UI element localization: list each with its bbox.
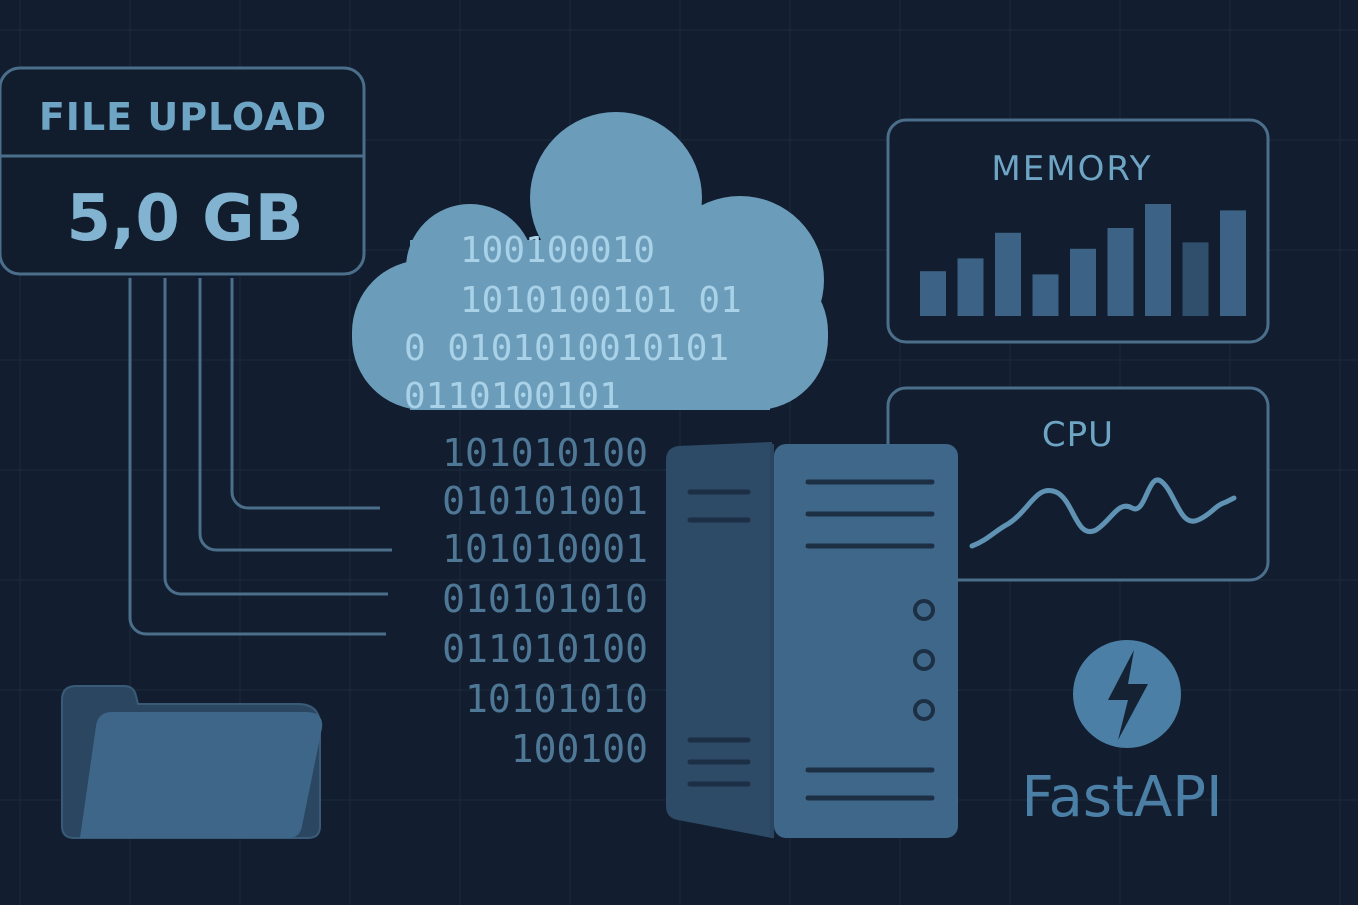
binary-line: 011010100 bbox=[442, 627, 648, 671]
binary-line: 101010001 bbox=[442, 527, 648, 571]
cloud-binary-line: 100100010 bbox=[460, 230, 655, 271]
wire-3 bbox=[163, 278, 388, 596]
cpu-title: CPU bbox=[1042, 415, 1114, 455]
fastapi-wordmark: FastAPI bbox=[1021, 765, 1222, 830]
memory-bar bbox=[1145, 204, 1171, 316]
cloud-binary-line: 0 0101010010101 bbox=[404, 328, 729, 369]
wire-2 bbox=[198, 278, 392, 552]
upload-size: 5,0 GB bbox=[67, 182, 304, 256]
binary-line: 010101001 bbox=[442, 479, 648, 523]
cloud-binary-line: 0110100101 bbox=[404, 376, 621, 417]
memory-bar bbox=[957, 258, 984, 316]
upload-title: FILE UPLOAD bbox=[39, 95, 327, 139]
memory-bar bbox=[1107, 228, 1134, 316]
binary-line: 010101010 bbox=[442, 577, 648, 621]
memory-bar bbox=[995, 232, 1021, 316]
memory-bar bbox=[1220, 210, 1246, 316]
cloud-binary-line: 1010100101 01 bbox=[460, 280, 742, 321]
fastapi-logo: FastAPI bbox=[1021, 640, 1223, 830]
server-tower bbox=[666, 442, 958, 838]
cloud-shape bbox=[352, 112, 828, 410]
upload-wires bbox=[128, 278, 392, 636]
memory-bar bbox=[1182, 242, 1209, 316]
binary-line: 10101010 bbox=[465, 677, 648, 721]
folder-icon bbox=[61, 685, 323, 839]
memory-bar bbox=[1070, 248, 1096, 316]
binary-stream: 101010100 010101001 101010001 010101010 … bbox=[442, 431, 648, 771]
cpu-line bbox=[969, 477, 1237, 549]
binary-line: 100100 bbox=[511, 727, 648, 771]
lightning-bolt-icon bbox=[1108, 650, 1148, 740]
memory-bar bbox=[920, 271, 946, 316]
memory-bars bbox=[920, 204, 1246, 316]
wire-4 bbox=[128, 278, 386, 636]
memory-bar bbox=[1032, 274, 1059, 316]
binary-line: 101010100 bbox=[442, 431, 648, 475]
memory-title: MEMORY bbox=[991, 149, 1152, 189]
wire-1 bbox=[230, 278, 380, 510]
server-led bbox=[913, 699, 935, 721]
cpu-panel: CPU bbox=[886, 386, 1270, 582]
server-led bbox=[913, 649, 935, 671]
cloud-binary: 100100010 1010100101 01 0 0101010010101 … bbox=[404, 230, 742, 417]
upload-card: FILE UPLOAD 5,0 GB bbox=[0, 66, 366, 276]
memory-panel: MEMORY bbox=[886, 118, 1270, 344]
server-led bbox=[913, 599, 935, 621]
